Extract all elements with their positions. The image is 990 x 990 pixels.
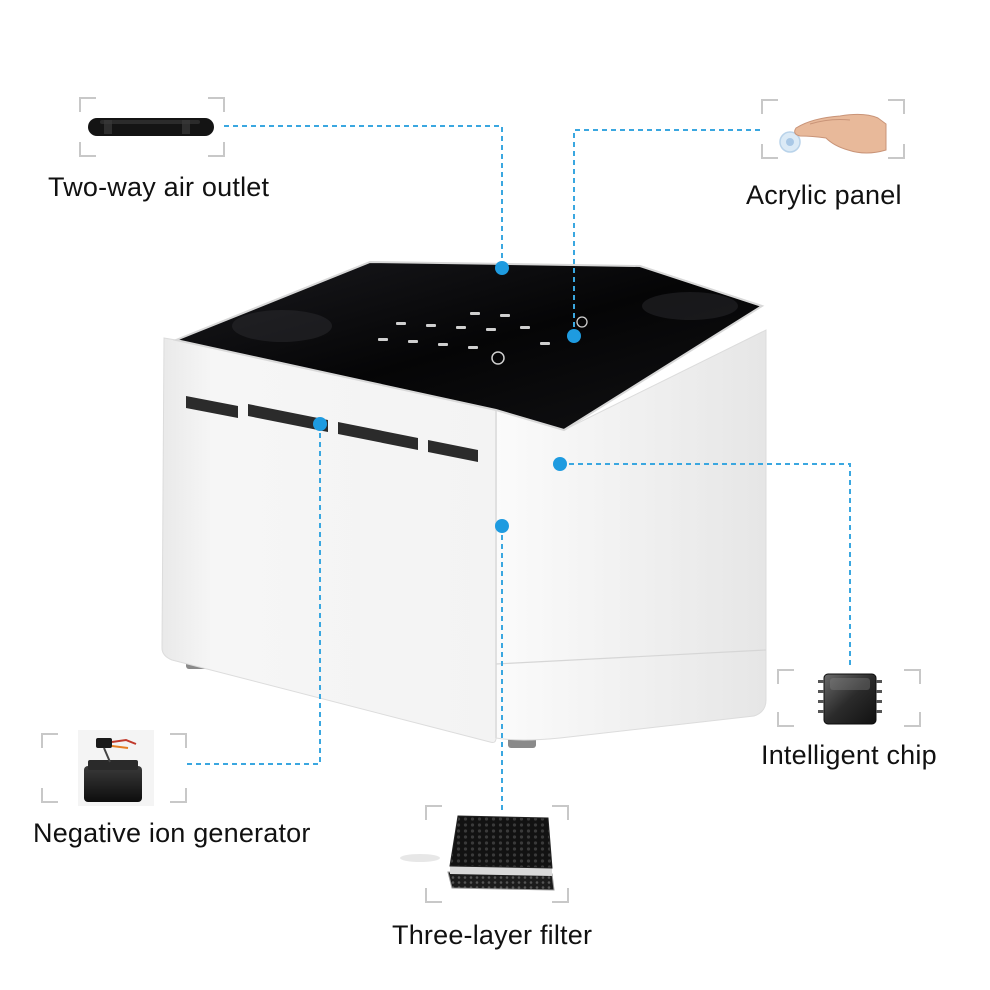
- purifier-seam: [495, 649, 767, 665]
- leader-lines: [186, 125, 851, 812]
- frame-outlet: [79, 97, 225, 157]
- marker-dots: [313, 261, 581, 533]
- air-outlet-vents: [186, 396, 478, 462]
- panel-reflection: [232, 310, 332, 342]
- label-intelligent-chip: Intelligent chip: [761, 740, 937, 770]
- panel-controls: [378, 312, 588, 365]
- marker-outlet: [495, 261, 509, 275]
- touch-finger-icon: [779, 113, 887, 154]
- marker-ion: [313, 417, 327, 431]
- frame-chip: [777, 669, 921, 727]
- leader-outlet: [224, 125, 503, 268]
- leader-chip: [560, 463, 851, 666]
- label-three-layer-filter: Three-layer filter: [392, 920, 593, 950]
- label-two-way-air-outlet: Two-way air outlet: [48, 172, 270, 202]
- purifier-side-face: [495, 329, 767, 741]
- frame-ion: [41, 733, 187, 803]
- panel-reflection: [642, 292, 738, 320]
- frame-filter: [425, 805, 569, 903]
- filter-layers-icon: [400, 815, 555, 891]
- label-acrylic-panel: Acrylic panel: [746, 180, 902, 210]
- marker-filter: [495, 519, 509, 533]
- marker-chip: [553, 457, 567, 471]
- marker-panel: [567, 329, 581, 343]
- frame-panel: [761, 99, 905, 159]
- chip-icon: [818, 673, 882, 725]
- label-negative-ion-generator: Negative ion generator: [33, 818, 311, 848]
- ion-generator-icon: [78, 730, 154, 806]
- purifier-unit: [161, 260, 767, 748]
- slot-vent-icon: [88, 118, 214, 136]
